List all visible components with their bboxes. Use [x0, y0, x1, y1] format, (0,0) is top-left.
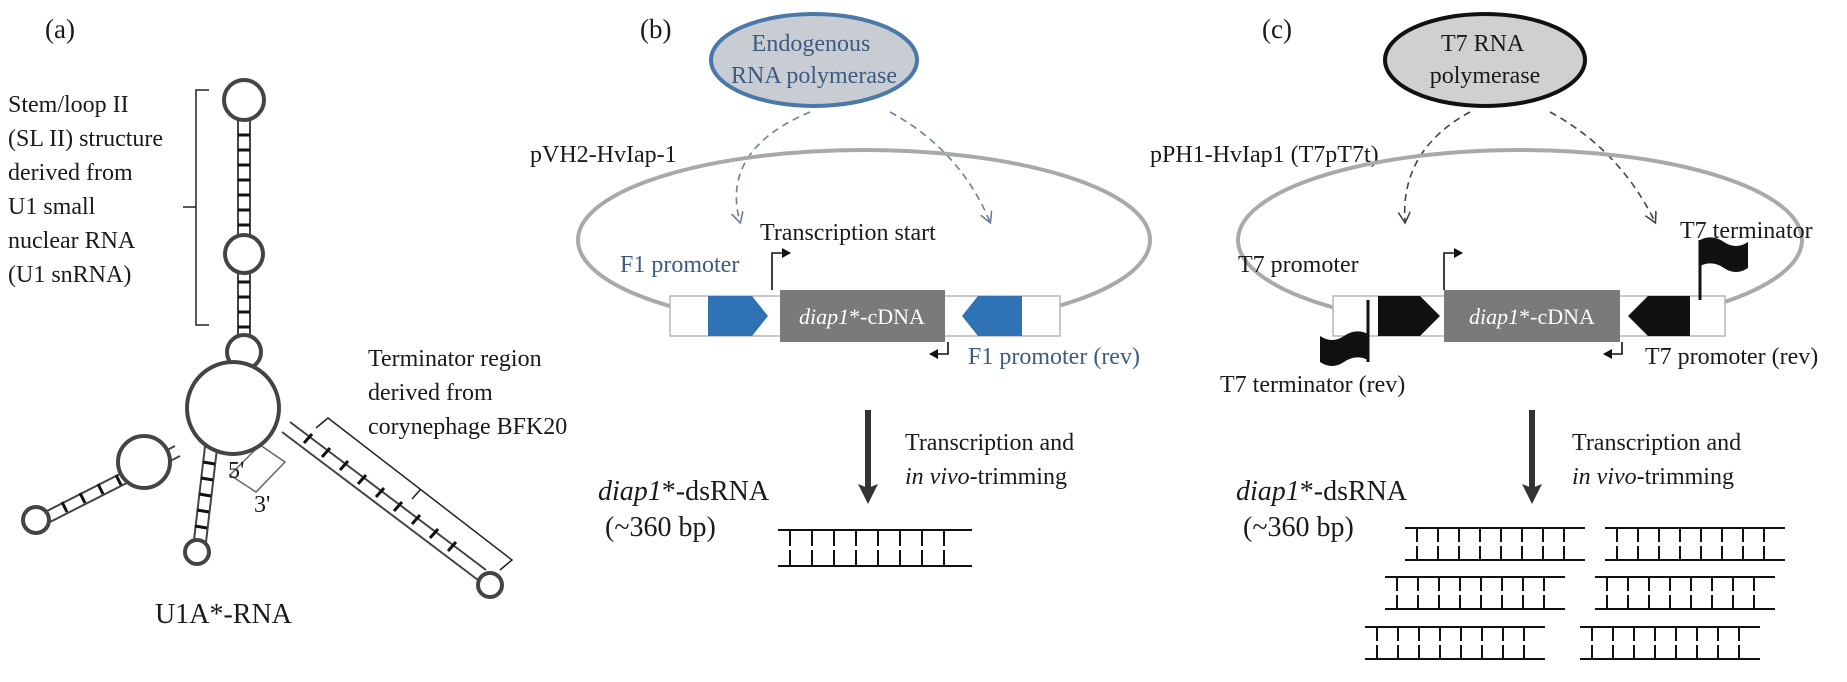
t7-terminator-label: T7 terminator — [1680, 218, 1813, 244]
terminator-branch — [281, 421, 487, 581]
panel-c-label: (c) — [1262, 14, 1292, 44]
insert-b-label: diap1*-cDNA — [799, 304, 925, 329]
f1-promoter-forward — [708, 296, 768, 336]
t7-polymerase-ellipse — [1383, 12, 1587, 108]
plasmid-b-name: pVH2-HvIap-1 — [530, 142, 677, 168]
dsrna-c-group — [1365, 527, 1785, 660]
t7-promoter-label: T7 promoter — [1238, 252, 1359, 278]
product-c-size: (~360 bp) — [1243, 512, 1354, 543]
dsrna-ladder — [1595, 576, 1775, 610]
product-b-size: (~360 bp) — [605, 512, 716, 543]
end-junction-box — [228, 444, 287, 493]
transcription-start-label: Transcription start — [760, 220, 936, 246]
f1-promoter-label: F1 promoter — [620, 252, 739, 278]
molecule-name: U1A*-RNA — [155, 599, 293, 630]
panel-c: (c) T7 RNA polymerase pPH1-HvIap1 (T7pT7… — [1150, 12, 1818, 660]
endogenous-polymerase-label: Endogenous RNA polymerase — [731, 31, 897, 89]
polymerase-arrow-left — [736, 111, 811, 222]
t7-promoter-reverse — [1628, 296, 1690, 336]
t7-terminator-rev-flag — [1320, 300, 1370, 366]
dsrna-ladder — [1385, 576, 1565, 610]
t7-terminator-flag — [1698, 237, 1748, 300]
plasmid-c-name: pPH1-HvIap1 (T7pT7t) — [1150, 142, 1379, 168]
insert-c — [1444, 290, 1620, 342]
panel-a: (a) Stem/loop II (SL II) structure deriv… — [8, 14, 567, 630]
f1-promoter-reverse — [962, 296, 1022, 336]
apical-loop — [222, 78, 266, 122]
left-internal-loop — [116, 434, 172, 490]
central-multibranch-loop — [185, 360, 281, 456]
stem-loop-bracket — [183, 89, 209, 326]
three-prime-label: 3' — [254, 492, 270, 518]
reverse-start-arrow — [929, 342, 949, 359]
lower-branch-rungs — [194, 460, 216, 530]
t7-arrow-right — [1549, 111, 1655, 222]
terminator-branch-rungs — [302, 433, 458, 552]
terminator-terminal-loop — [476, 571, 504, 599]
t7-reverse-start-arrow — [1603, 342, 1623, 359]
panel-a-label: (a) — [45, 14, 75, 44]
endogenous-polymerase-ellipse — [709, 12, 919, 108]
terminator-label: Terminator region derived from corynepha… — [368, 346, 567, 440]
t7-start-arrow — [1443, 248, 1463, 290]
process-label-b: Transcription and in vivo-trimming — [905, 430, 1080, 490]
vertical-stem-rungs — [238, 133, 250, 329]
t7-promoter-rev-label: T7 promoter (rev) — [1645, 344, 1818, 370]
terminator-bracket — [315, 417, 514, 571]
dsrna-ladder — [1365, 626, 1545, 660]
process-label-c: Transcription and in vivo-trimming — [1572, 430, 1747, 490]
transcription-start-arrow — [771, 248, 791, 290]
t7-promoter-forward — [1378, 296, 1440, 336]
panel-b: (b) Endogenous RNA polymerase pVH2-HvIap… — [530, 12, 1152, 567]
dsrna-b — [778, 529, 972, 567]
internal-loop-upper — [223, 233, 265, 275]
five-prime-label: 5' — [228, 458, 244, 484]
lower-terminal-loop — [183, 538, 211, 566]
dsrna-ladder — [1405, 527, 1585, 561]
insert-b — [780, 290, 945, 342]
t7-polymerase-label: T7 RNA polymerase — [1430, 31, 1541, 89]
product-b-name: diap1*-dsRNA — [598, 476, 770, 507]
left-terminal-loop — [21, 505, 51, 535]
t7-arrow-left — [1405, 111, 1471, 222]
dsrna-ladder — [1605, 527, 1785, 561]
product-c-name: diap1*-dsRNA — [1236, 476, 1408, 507]
polymerase-arrow-right — [889, 111, 990, 222]
f1-promoter-rev-label: F1 promoter (rev) — [968, 344, 1140, 370]
stem-loop-label: Stem/loop II (SL II) structure derived f… — [8, 92, 169, 288]
insert-c-label: diap1*-cDNA — [1469, 304, 1595, 329]
dsrna-ladder — [1580, 626, 1760, 660]
panel-b-label: (b) — [640, 14, 671, 44]
t7-terminator-rev-label: T7 terminator (rev) — [1220, 372, 1405, 398]
lower-branch — [193, 437, 219, 543]
